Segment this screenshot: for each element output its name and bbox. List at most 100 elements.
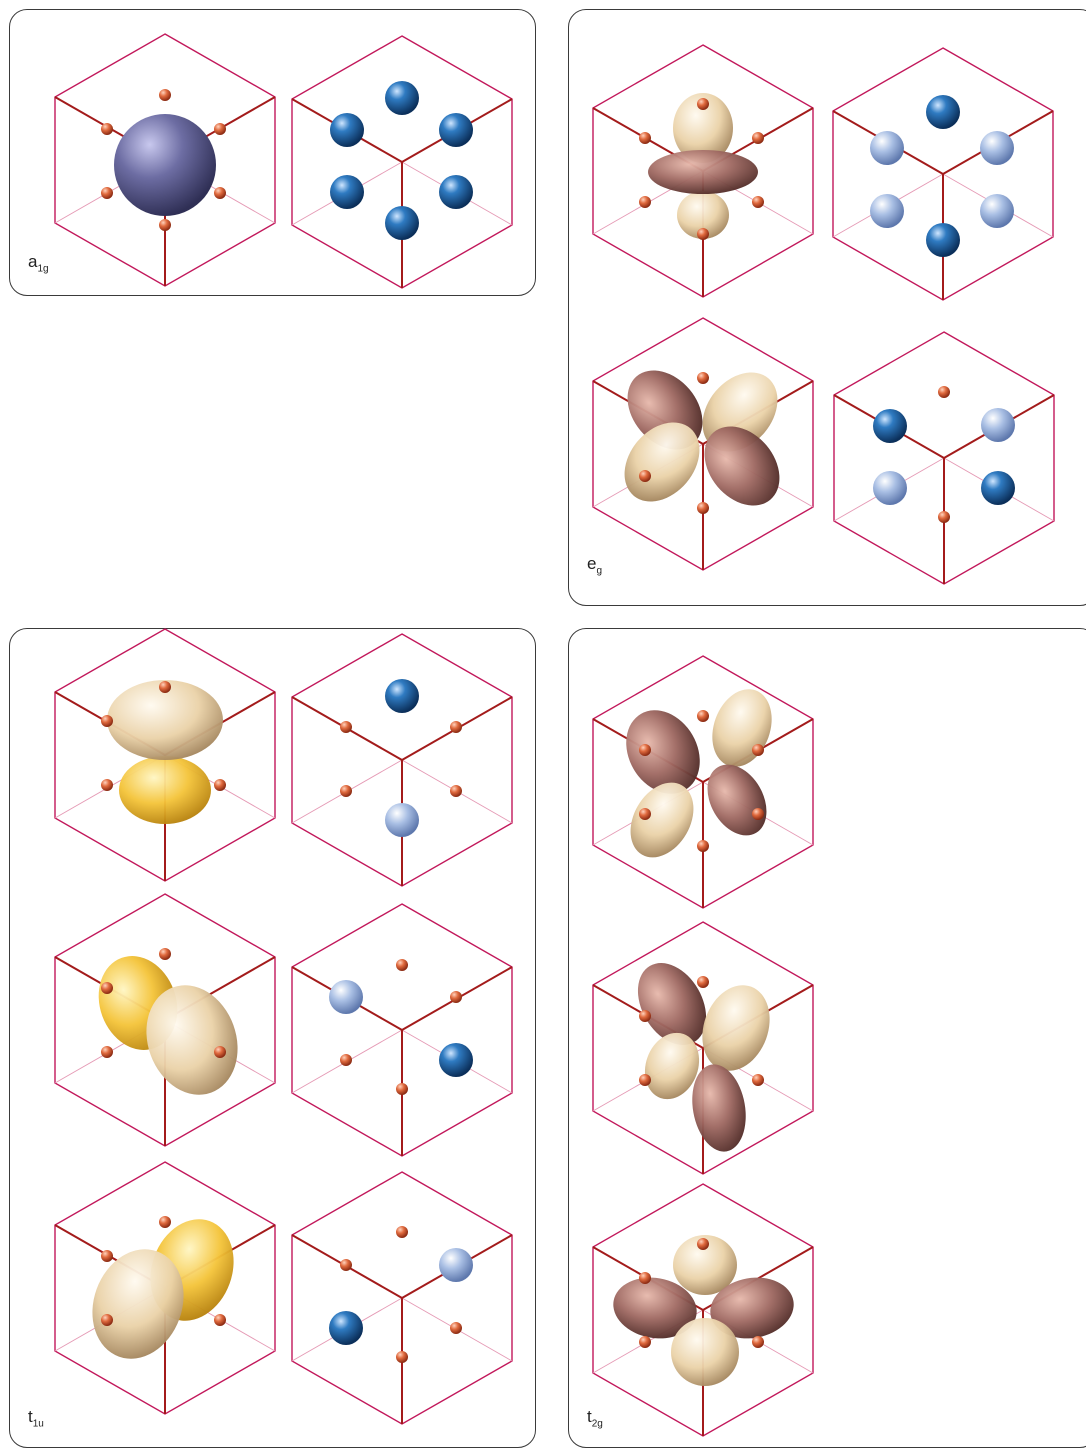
ligand-small-ul: [340, 1259, 352, 1271]
ligand-light-ul: [329, 980, 363, 1014]
label-t2g: t2g: [587, 1407, 603, 1429]
dxz-lobe-lr: [692, 1064, 746, 1152]
pz-lobe-top: [107, 680, 223, 760]
label-t1u-main: t: [28, 1407, 33, 1426]
ligand-small-ul: [340, 721, 352, 733]
ligand-small-ll: [340, 785, 352, 797]
pz-lobe-bottom: [119, 756, 211, 824]
ligand-dark-ur: [439, 113, 473, 147]
ligand-small-ur: [752, 744, 764, 756]
label-a1g-main: a: [28, 252, 38, 271]
ligand-small-top: [697, 98, 709, 110]
dyz-lobe-top: [673, 1235, 737, 1295]
px-lobe-front: [146, 985, 238, 1095]
dz2-lobe-bottom: [677, 191, 729, 239]
label-eg-main: e: [587, 554, 597, 573]
ligand-small-ll: [101, 187, 113, 199]
ligand-small-ll: [101, 1046, 113, 1058]
cube-a1g-ligands: [291, 35, 513, 289]
dz2-lobe-top: [673, 93, 733, 163]
ligand-small-lr: [752, 808, 764, 820]
ligand-small-top: [938, 386, 950, 398]
cube-t1u3-ligands: [291, 1171, 513, 1425]
ligand-small-lr: [450, 785, 462, 797]
ligand-small-ur: [450, 721, 462, 733]
ligand-small-top: [396, 959, 408, 971]
ligand-small-lr: [214, 1314, 226, 1326]
ligand-dark-ul: [873, 409, 907, 443]
ligand-small-ll: [639, 196, 651, 208]
cube-t2g1-orbital: [592, 655, 814, 909]
ligand-small-lr: [752, 1336, 764, 1348]
dxy-lobe-lr: [707, 764, 767, 836]
ligand-small-ul: [639, 1272, 651, 1284]
ligand-small-top: [159, 89, 171, 101]
ligand-small-ul: [639, 132, 651, 144]
cube-eg1-ligands: [832, 47, 1054, 301]
ligand-dark-ul: [330, 113, 364, 147]
dyz-lobe-bottom: [671, 1318, 739, 1386]
dxz-lobe-ll: [644, 1032, 700, 1100]
ligand-small-top: [159, 948, 171, 960]
ligand-small-lr: [450, 1322, 462, 1334]
ligand-small-top: [697, 710, 709, 722]
dxz-lobe-ur: [702, 985, 770, 1071]
ligand-small-top: [396, 1226, 408, 1238]
ligand-small-top: [697, 1238, 709, 1250]
ligand-small-ur: [214, 123, 226, 135]
cube-eg2-orbital: [592, 317, 814, 571]
ligand-small-bot: [396, 1083, 408, 1095]
ligand-small-ul: [639, 1010, 651, 1022]
ligand-dark-ll: [329, 1311, 363, 1345]
ligand-small-bot: [938, 511, 950, 523]
label-t1u-sub: 1u: [32, 1418, 44, 1430]
s-orbital-lobe: [114, 114, 216, 216]
ligand-dark-lr: [981, 471, 1015, 505]
ligand-dark-top: [385, 81, 419, 115]
dxz-lobe-ul: [637, 963, 707, 1045]
dyz-lobe-left: [613, 1277, 697, 1339]
label-eg: eg: [587, 554, 602, 576]
ligand-small-ll: [639, 808, 651, 820]
cube-eg2-ligands: [833, 331, 1055, 585]
ligand-small-top: [159, 681, 171, 693]
ligand-light-ur: [980, 131, 1014, 165]
ligand-small-top: [697, 976, 709, 988]
dxy-lobe-ul: [626, 710, 700, 794]
ligand-small-ll: [101, 779, 113, 791]
ligand-dark-ll: [330, 175, 364, 209]
ligand-dark-top: [926, 95, 960, 129]
ligand-small-bot: [159, 219, 171, 231]
ligand-light-bot: [385, 803, 419, 837]
ligand-light-ul: [870, 131, 904, 165]
ligand-small-ul: [101, 982, 113, 994]
ligand-dark-top: [385, 679, 419, 713]
label-t1u: t1u: [28, 1407, 44, 1429]
ligand-dark-bot: [385, 206, 419, 240]
dz2-torus: [648, 150, 758, 194]
ligand-light-ur: [981, 408, 1015, 442]
dxy-lobe-ll: [630, 782, 694, 858]
ligand-small-ul: [101, 123, 113, 135]
ligand-light-ll: [870, 194, 904, 228]
ligand-small-top: [697, 372, 709, 384]
ligand-small-lr: [214, 1046, 226, 1058]
ligand-small-ll: [340, 1054, 352, 1066]
ligand-small-bot: [697, 840, 709, 852]
cube-t1u2-ligands: [291, 903, 513, 1157]
label-a1g-sub: 1g: [37, 263, 49, 275]
ligand-light-ll: [873, 471, 907, 505]
ligand-small-bot: [697, 228, 709, 240]
ligand-small-ll: [639, 470, 651, 482]
ligand-small-ul: [101, 1250, 113, 1262]
ligand-dark-lr: [439, 1043, 473, 1077]
label-eg-sub: g: [596, 565, 603, 577]
ligand-small-ll: [639, 1336, 651, 1348]
panel-eg: eg: [568, 9, 1086, 606]
ligand-small-ll: [101, 1314, 113, 1326]
ligand-small-ul: [639, 744, 651, 756]
ligand-dark-lr: [439, 175, 473, 209]
ligand-light-ur: [439, 1248, 473, 1282]
ligand-small-ll: [639, 1074, 651, 1086]
